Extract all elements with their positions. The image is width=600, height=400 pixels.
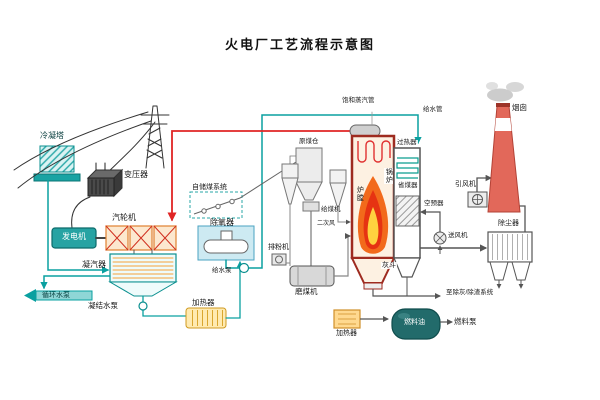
label-chimney: 烟囱 [512,103,527,112]
label-boiler: 锅炉 [384,168,394,184]
label-fd-fan: 送风机 [448,232,468,239]
label-ash-removal: 至除灰/除渣系统 [446,289,494,296]
cooling-tower-shape [39,145,75,173]
label-feedwater-pipe: 给水管 [423,106,443,113]
label-lp-heater: 加热器 [192,298,215,307]
label-feed-pump: 给水泵 [212,267,232,274]
fuel-heater-shape [333,309,361,329]
label-fuel-heater: 加热器 [336,330,357,337]
label-furnace: 炉膛 [356,186,364,202]
label-coal-bunker: 原煤仓 [299,138,319,145]
condensate-pump-shape [138,301,148,311]
condenser-shape [108,253,178,297]
deaerator-shape [197,225,255,261]
boiler-graphics [349,124,441,299]
label-cooling-tower: 冷凝塔 [40,131,64,140]
label-powder-fan: 排粉机 [268,244,289,251]
label-circulating-pump: 循环水泵 [42,292,70,299]
label-id-fan: 引风机 [455,181,476,188]
label-superheater: 过热器 [396,139,418,147]
cooling-tower-basin [33,173,81,182]
separator-shapes [281,155,351,266]
label-generator: 发电机 [62,232,86,241]
label-deaerator: 除氧器 [210,218,234,227]
label-dust-collector: 除尘器 [498,220,519,227]
label-transformer: 变压器 [124,170,148,179]
dust-collector-shape [487,231,533,289]
label-air-preheater: 空预器 [424,200,444,207]
label-fuel-pump: 燃料泵 [454,317,477,326]
label-secondary-air: 二次风 [317,221,336,227]
label-condenser: 凝汽器 [82,260,106,269]
transformer-shape [86,162,124,198]
page-title: 火电厂工艺流程示意图 [224,37,375,52]
smoke-puff [487,88,513,102]
superheater-coil [357,140,391,163]
flue-gas-graphics [420,82,533,289]
label-fuel-oil: 燃料油 [404,319,425,326]
air-preheater-shape [395,195,420,227]
coal-storage-boundary [189,191,243,219]
coal-bunker-shape [295,147,323,201]
label-economizer: 省煤器 [397,182,419,190]
fd-fan-shape [420,209,447,254]
transmission-tower [13,105,170,229]
label-coal-feeder: 给煤机 [321,206,341,213]
label-ash-hopper: 灰斗 [381,262,397,270]
flame-shape [357,176,389,254]
feed-pump-shape [238,262,250,274]
label-turbine: 汽轮机 [112,213,136,222]
coal-system-graphics [189,147,351,287]
label-coal-storage: 自储煤系统 [192,184,227,191]
label-coal-mill: 磨煤机 [295,287,318,296]
label-condensate-pump: 凝结水泵 [88,301,118,310]
id-fan-shape [467,191,488,208]
fuel-tank-shape [391,308,441,340]
coal-mill-shape [289,265,335,287]
powder-fan-shape [271,253,290,266]
economizer-coil [396,157,419,179]
fuel-system-graphics [333,308,453,340]
coal-feeder-shape [302,201,320,212]
lp-heater-shape [185,307,227,329]
turbine-shape [105,225,177,251]
chimney-shape [486,82,524,213]
label-saturated-steam-pipe: 饱和蒸汽管 [342,97,375,104]
power-island-graphics [13,105,422,329]
